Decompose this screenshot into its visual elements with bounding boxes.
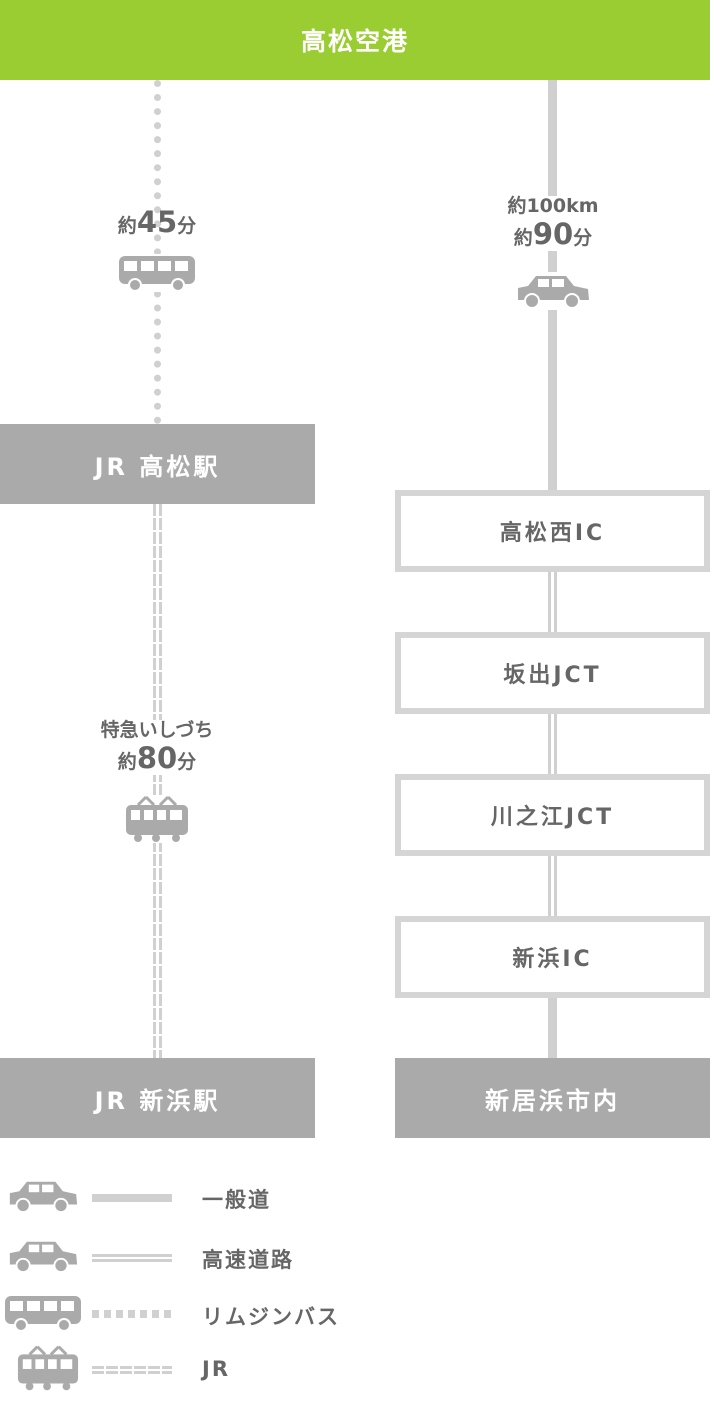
train-duration-unit: 分 [177, 750, 197, 773]
destination-niihama-city: 新居浜市内 [395, 1058, 710, 1138]
junction-label: 川之江JCT [490, 805, 615, 830]
header-airport: 高松空港 [0, 0, 710, 80]
car-duration-value: 90 [532, 216, 574, 251]
legend: 一般道 高速道路 リムジンバス [0, 1160, 400, 1400]
header-title: 高松空港 [300, 27, 409, 56]
train-duration-prefix: 約 [117, 750, 137, 773]
road-route-line-end [548, 995, 557, 1058]
jr-route-line [153, 504, 162, 1058]
destination-label: 新居浜市内 [485, 1086, 620, 1115]
train-name: 特急いしづち [100, 719, 214, 741]
train-duration-value: 80 [136, 740, 178, 775]
bus-duration-prefix: 約 [117, 215, 137, 237]
train-icon [124, 795, 190, 843]
train-icon [16, 1344, 80, 1392]
highway-line [548, 568, 557, 918]
bus-icon [4, 1294, 82, 1332]
station-jr-niihama: JR 新浜駅 [0, 1058, 315, 1138]
junction-takamatsu-nishi: 高松西IC [395, 490, 710, 572]
train-duration: 特急いしづち 約80分 [57, 719, 257, 776]
junction-niihama: 新浜IC [395, 916, 710, 998]
car-icon [6, 1178, 80, 1214]
junction-kawanoe: 川之江JCT [395, 774, 710, 856]
legend-label-highway: 高速道路 [202, 1248, 294, 1272]
car-duration-unit: 分 [573, 226, 593, 249]
junction-label: 坂出JCT [503, 663, 602, 688]
bus-route-line [154, 80, 161, 424]
junction-label: 新浜IC [512, 947, 593, 972]
car-distance: 約100km [507, 195, 599, 217]
bus-icon [118, 254, 196, 292]
legend-line-double [92, 1254, 172, 1262]
legend-line-solid [92, 1194, 172, 1202]
legend-label-jr: JR [202, 1357, 230, 1381]
legend-label-limousine-bus: リムジンバス [202, 1305, 340, 1329]
junction-label: 高松西IC [499, 521, 606, 546]
legend-line-rail [92, 1366, 172, 1374]
car-icon [514, 272, 592, 310]
station-jr-niihama-label: JR 新浜駅 [94, 1086, 221, 1115]
bus-duration-value: 45 [136, 205, 178, 239]
station-jr-takamatsu: JR 高松駅 [0, 424, 315, 504]
station-jr-takamatsu-label: JR 高松駅 [94, 452, 221, 481]
bus-duration-unit: 分 [177, 215, 197, 237]
car-duration-prefix: 約 [513, 226, 533, 249]
legend-label-general-road: 一般道 [202, 1188, 271, 1212]
car-duration: 約100km 約90分 [453, 195, 653, 252]
junction-sakaide: 坂出JCT [395, 632, 710, 714]
legend-line-dotted [92, 1310, 172, 1318]
car-icon [6, 1238, 80, 1274]
bus-duration: 約45分 [57, 205, 257, 239]
